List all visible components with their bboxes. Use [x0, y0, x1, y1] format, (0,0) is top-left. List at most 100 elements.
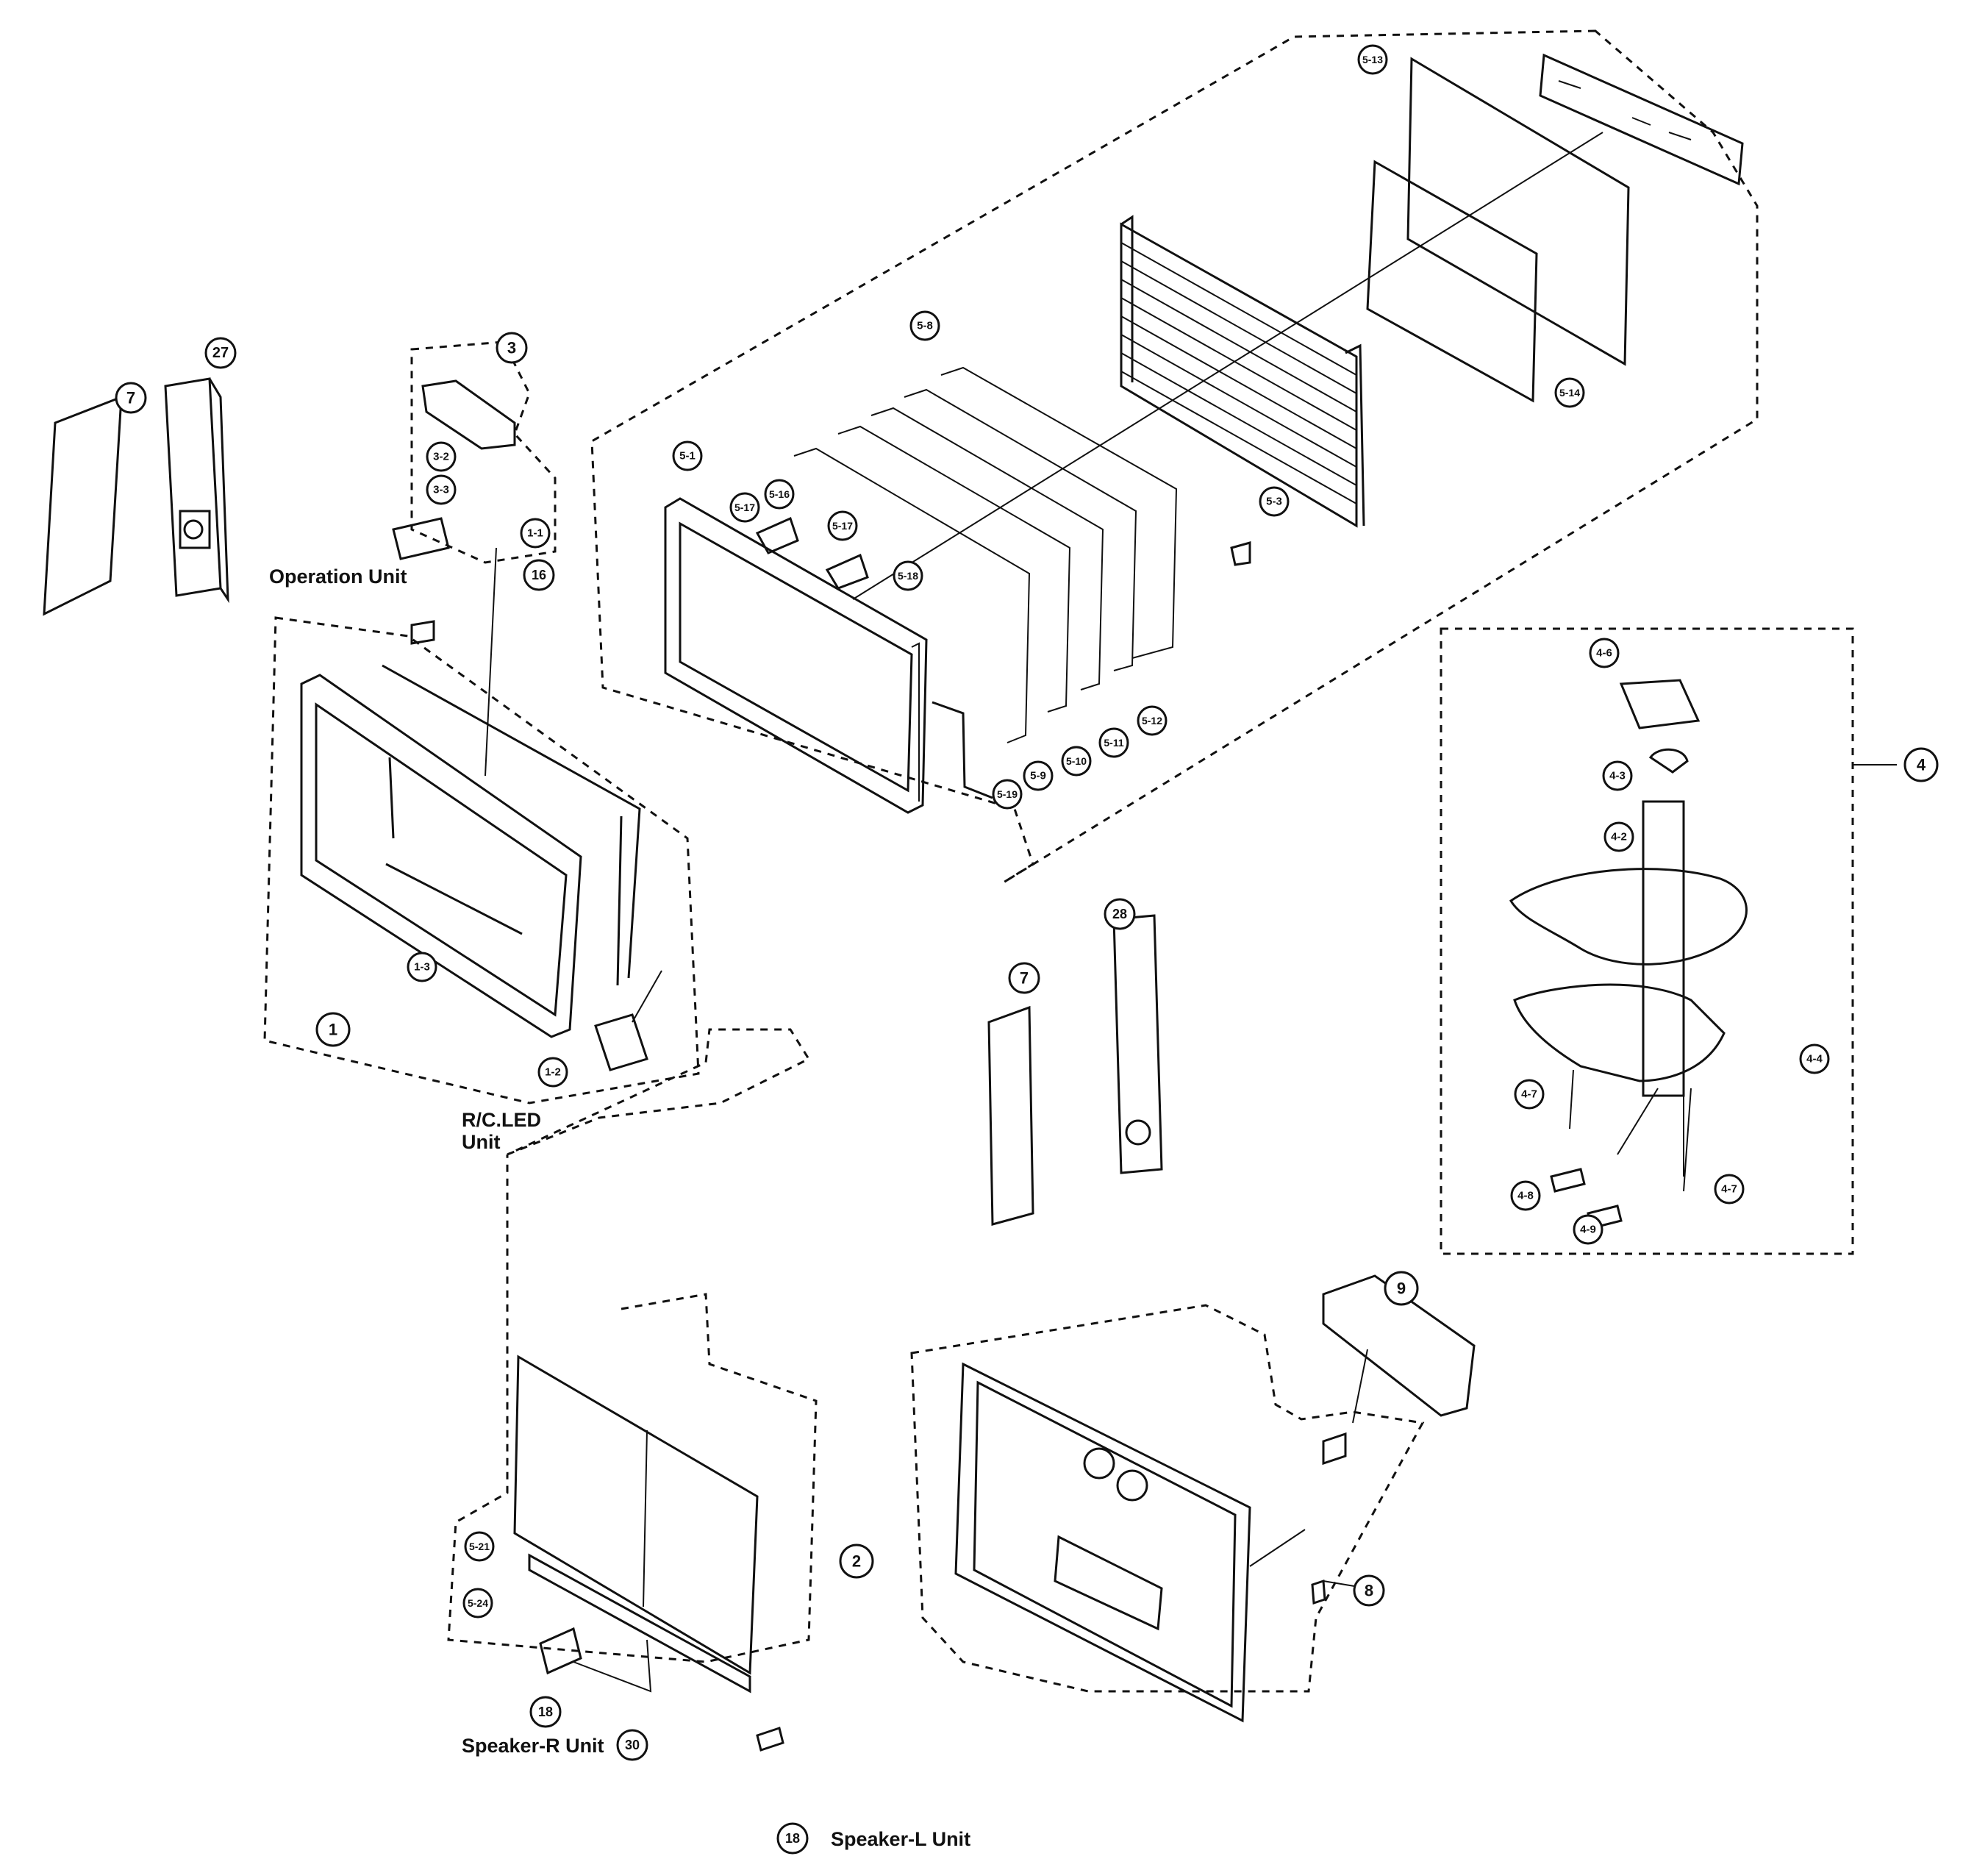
rc-led-unit-label-line2: Unit [462, 1131, 500, 1153]
svg-text:18: 18 [538, 1705, 553, 1719]
panel-front-frame [664, 497, 928, 814]
callout-5-10: 5-10 [1061, 746, 1092, 777]
top-bracket [1539, 53, 1744, 186]
speaker-l-unit-label: Speaker-L Unit [831, 1828, 970, 1850]
operation-unit-group [392, 340, 557, 777]
backlight-lamp-frame [1120, 215, 1365, 528]
svg-text:7: 7 [1020, 969, 1029, 988]
rear-cabinet-group [910, 1274, 1476, 1723]
callout-1-3: 1-3 [407, 952, 437, 982]
rear-handle [1322, 1274, 1476, 1417]
bracket-holes [1558, 80, 1692, 140]
svg-text:5-14: 5-14 [1559, 387, 1580, 399]
back-chassis [1406, 57, 1630, 366]
callout-30: 30 [616, 1729, 648, 1761]
optical-sheet [940, 366, 1178, 659]
rear-fan [1116, 1469, 1148, 1502]
svg-text:5-11: 5-11 [1104, 737, 1123, 749]
stand-group [1440, 627, 1897, 1255]
stand-top-plate [1509, 868, 1748, 966]
rear-terminal-board [1054, 1535, 1163, 1631]
mounting-rail [616, 816, 623, 986]
callout-28: 28 [1104, 898, 1136, 930]
svg-text:9: 9 [1397, 1280, 1406, 1298]
callout-3: 3 [496, 332, 528, 364]
mounting-rail [388, 757, 395, 839]
callout-5-17: 5-17 [729, 492, 760, 523]
callout-8: 8 [1353, 1574, 1385, 1607]
operation-unit-dashed-outline [410, 340, 557, 564]
callout-5-12: 5-12 [1137, 705, 1168, 736]
speaker-pcb-r [539, 1627, 582, 1675]
callout-5-17: 5-17 [827, 510, 858, 541]
svg-text:5-3: 5-3 [1266, 496, 1282, 508]
callout-5-13: 5-13 [1357, 44, 1388, 75]
rear-cover-inner [973, 1380, 1237, 1708]
callout-4-9: 4-9 [1573, 1214, 1603, 1245]
svg-text:5-13: 5-13 [1362, 54, 1383, 65]
callout-9: 9 [1384, 1271, 1419, 1306]
callout-4-7: 4-7 [1714, 1174, 1745, 1205]
left-speaker-group [43, 377, 229, 616]
svg-text:5-17: 5-17 [734, 502, 755, 513]
svg-text:1-2: 1-2 [545, 1066, 561, 1079]
front-bezel [300, 674, 582, 1038]
callout-2: 2 [839, 1544, 874, 1579]
speaker-box [1112, 914, 1163, 1174]
svg-text:8: 8 [1365, 1582, 1373, 1600]
main-pcb-shield-divider [643, 1430, 648, 1607]
svg-text:5-19: 5-19 [997, 788, 1018, 800]
callout-5-9: 5-9 [1023, 760, 1054, 791]
callout-5-18: 5-18 [893, 560, 923, 591]
front-inner-frame [382, 664, 641, 979]
callout-5-24: 5-24 [462, 1588, 493, 1619]
stand-head [1619, 679, 1701, 729]
callout-1-2: 1-2 [537, 1057, 568, 1088]
svg-text:5-8: 5-8 [917, 320, 933, 332]
rear-cabinet-dashed-outline [910, 1304, 1425, 1693]
callout-5-16: 5-16 [764, 479, 795, 510]
callout-1: 1 [315, 1012, 351, 1047]
operation-bracket [421, 379, 516, 450]
speaker-box [164, 377, 229, 604]
svg-text:5-9: 5-9 [1030, 770, 1046, 782]
speaker-r-cable [573, 1639, 652, 1693]
operation-pcb [392, 517, 450, 560]
svg-text:5-21: 5-21 [469, 1541, 490, 1552]
main-pcb-shield [513, 1355, 759, 1675]
svg-text:7: 7 [126, 389, 135, 407]
svg-text:5-18: 5-18 [898, 570, 918, 582]
front-cabinet-group [263, 616, 700, 1104]
stand-dashed-outline [1440, 627, 1854, 1255]
svg-text:28: 28 [1112, 907, 1127, 921]
callout-16: 16 [523, 559, 555, 591]
svg-text:1: 1 [329, 1021, 337, 1039]
panel-assembly-dashed-outline [590, 29, 1759, 884]
svg-text:4-7: 4-7 [1721, 1183, 1737, 1196]
svg-text:4: 4 [1917, 756, 1926, 774]
callout-27: 27 [204, 337, 237, 369]
svg-text:27: 27 [212, 345, 229, 361]
callout-7-right: 7 [1008, 962, 1040, 994]
right-speaker-group [987, 914, 1163, 1226]
callout-5-14: 5-14 [1554, 377, 1585, 408]
callout-5-8: 5-8 [909, 310, 940, 341]
callout-4-6: 4-6 [1589, 638, 1620, 668]
callout-5-3: 5-3 [1259, 486, 1290, 517]
ribbon-cable [825, 553, 869, 590]
speaker-r-unit-label: Speaker-R Unit [462, 1735, 604, 1757]
mounting-rail [385, 863, 523, 935]
ribbon-cable [755, 516, 799, 554]
assembly-axis-line [852, 132, 1603, 600]
callout-5-11: 5-11 [1098, 727, 1129, 758]
rear-leader-line [1249, 1349, 1368, 1589]
optical-sheet [793, 447, 1031, 743]
speaker-driver [1125, 1119, 1151, 1146]
svg-text:16: 16 [532, 568, 546, 582]
operation-leader-line [485, 547, 497, 777]
optical-sheet [870, 407, 1104, 690]
svg-text:4-7: 4-7 [1521, 1088, 1537, 1101]
speaker-grille-cover [987, 1005, 1034, 1226]
stand-post [1642, 800, 1685, 1097]
